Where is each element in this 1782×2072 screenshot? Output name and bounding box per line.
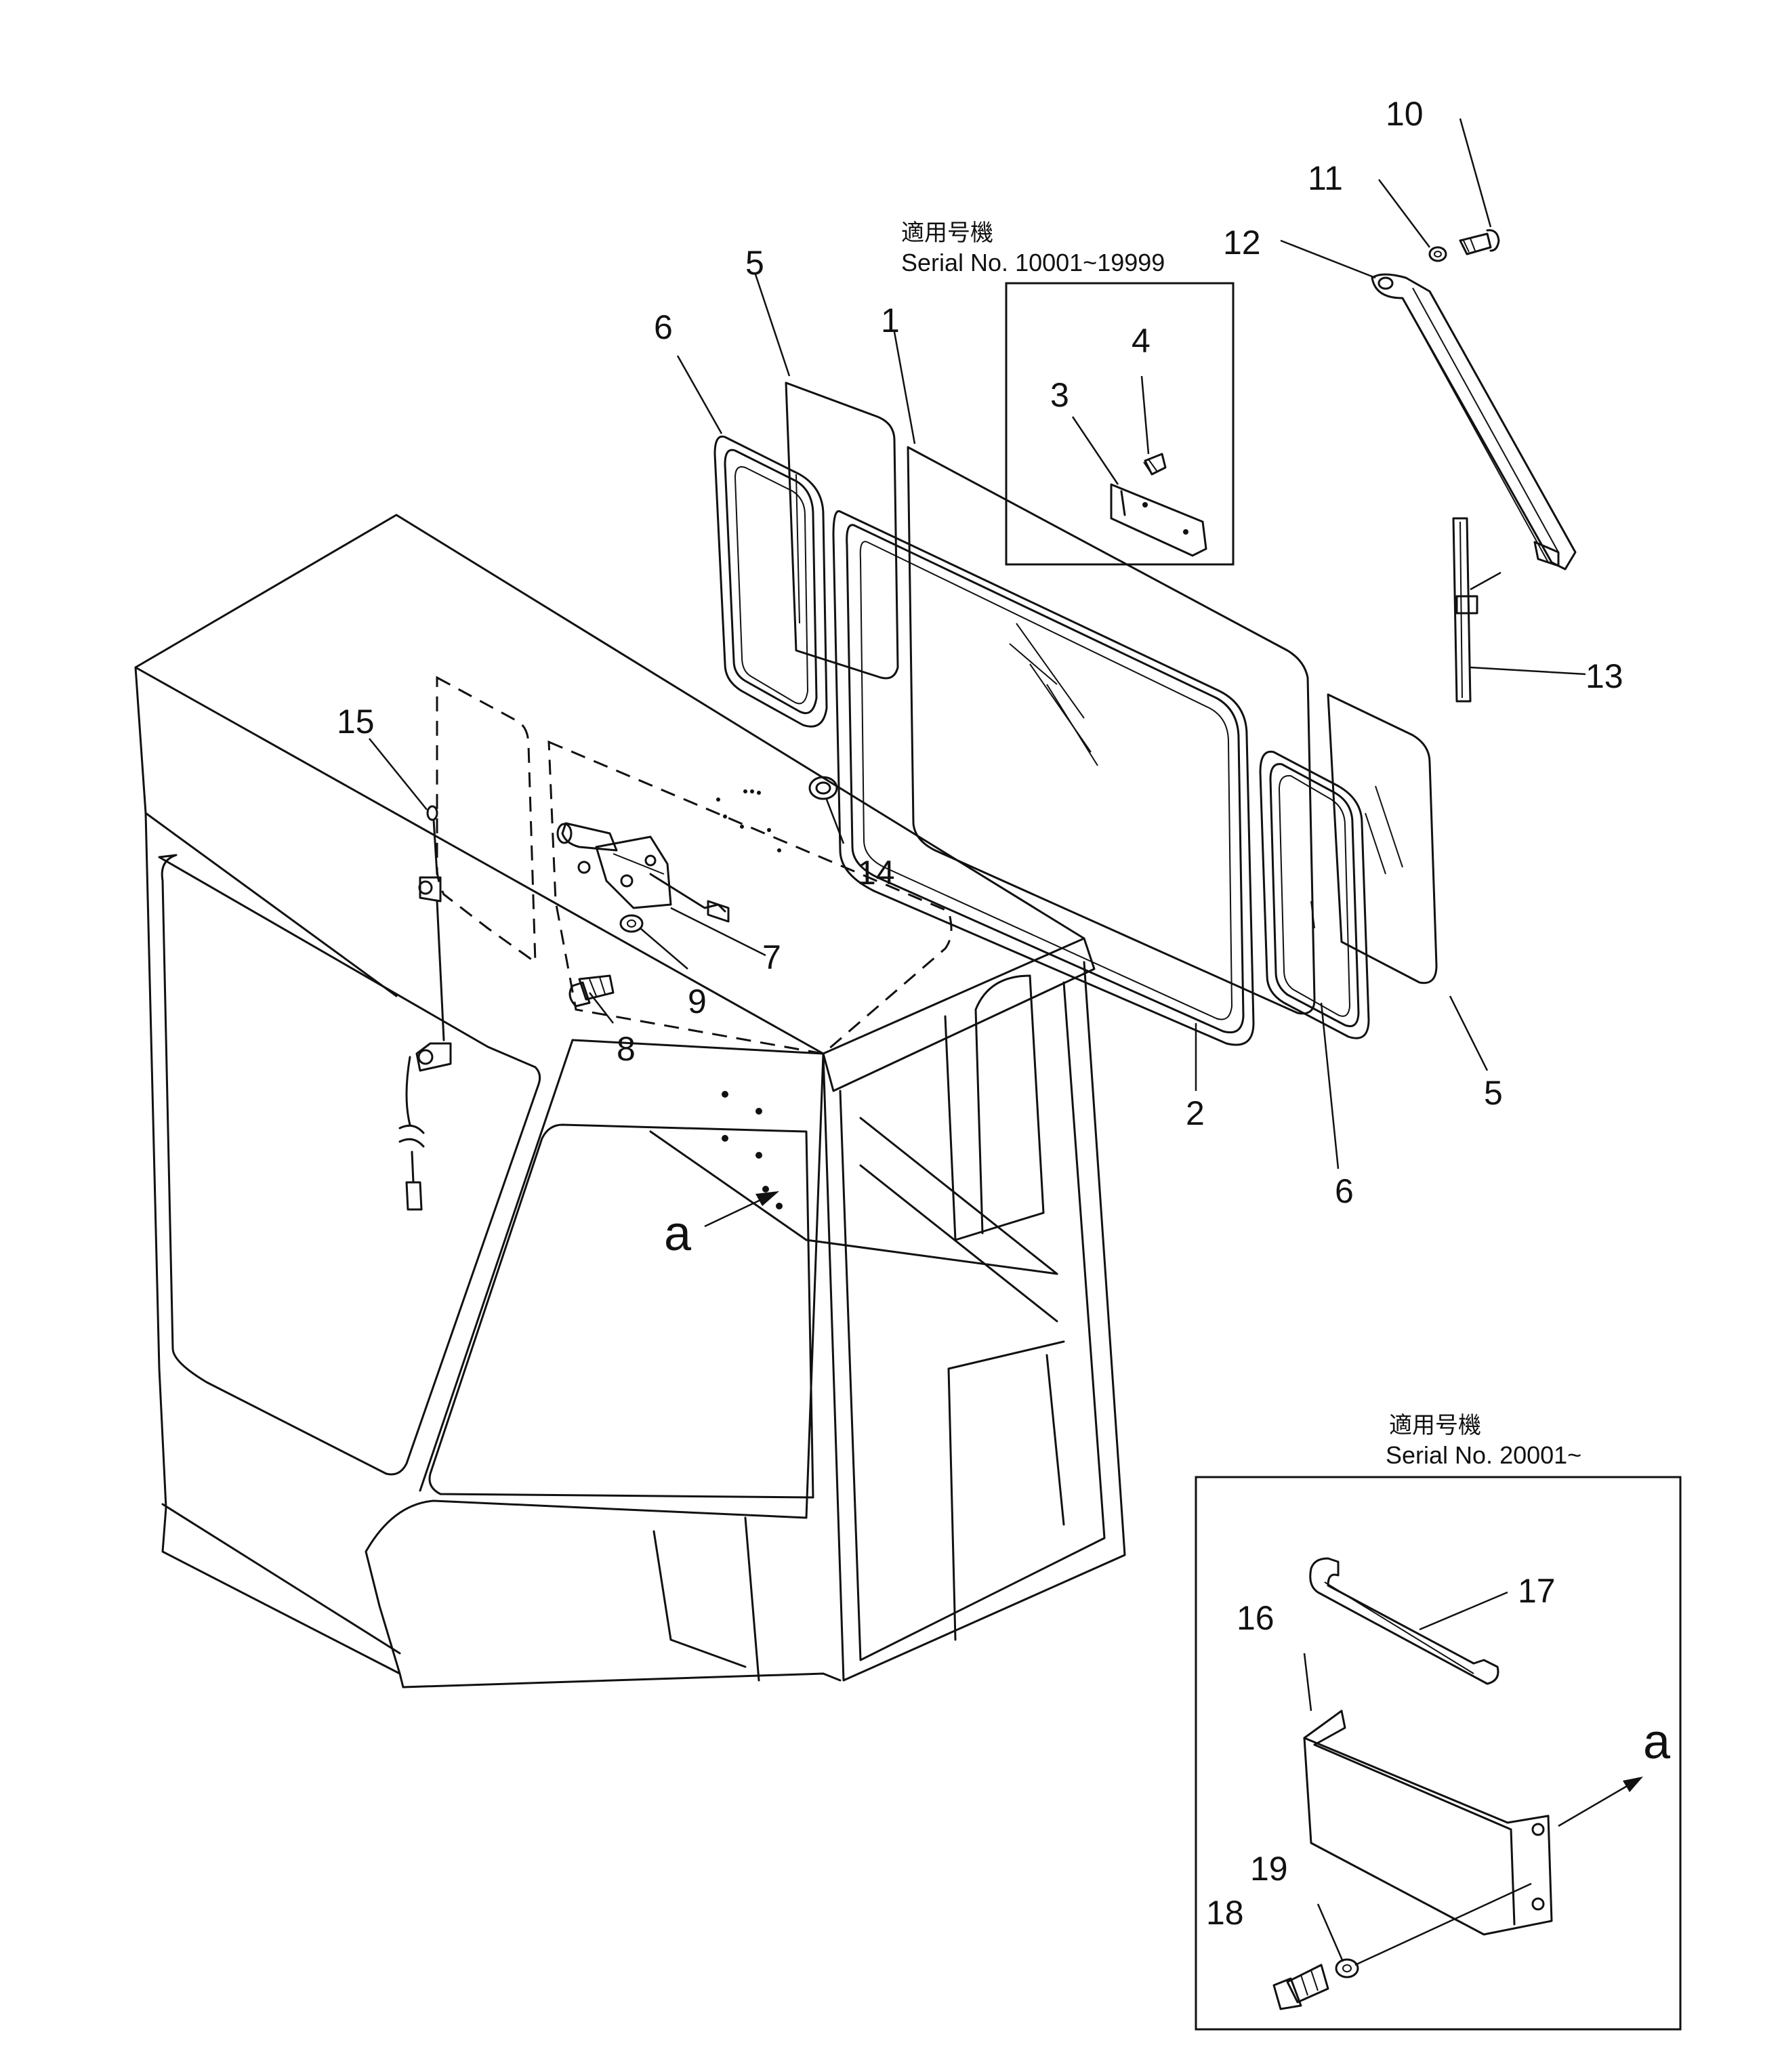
view-marker-inset: a [1643,1715,1671,1769]
washer-hose-15 [398,805,452,1211]
leader-lines [369,118,1586,1962]
wiper-assembly [1371,229,1577,703]
view-markers: a a [664,1207,1671,1769]
side-glass-right [1327,693,1438,985]
side-seal-left [713,435,828,728]
callout-2: 2 [1186,1094,1205,1132]
callout-7: 7 [762,938,781,976]
callout-5-left: 5 [745,244,764,282]
callout-16: 16 [1237,1599,1275,1637]
inset-bottom-labels: 適用号機 Serial No. 20001~ [1386,1412,1581,1469]
inset-top-serial-label: Serial No. 10001~19999 [901,249,1165,276]
callout-11: 11 [1308,159,1343,197]
callout-6-left: 6 [654,308,673,346]
view-marker-cab: a [664,1207,692,1261]
side-seal-right [1259,750,1370,1039]
callout-9: 9 [688,982,707,1020]
inset-serial-20001 [1195,1476,1682,2031]
cab-body [134,514,1126,1688]
wiper-motor-assembly [556,776,838,1008]
callout-14: 14 [857,854,895,892]
inset-serial-10001 [1005,282,1235,566]
callout-6-right: 6 [1335,1172,1354,1210]
part-callouts: 10 11 12 5 1 4 6 3 13 15 14 7 9 8 2 5 6 … [337,95,1623,1932]
main-glass [907,446,1316,1015]
callout-18: 18 [1206,1894,1244,1932]
callout-12: 12 [1223,224,1261,262]
callout-5-right: 5 [1484,1074,1503,1112]
main-seal [832,510,1255,1046]
inset-top-labels: 適用号機 Serial No. 10001~19999 [901,220,1165,276]
inset-bottom-jp-label: 適用号機 [1389,1412,1481,1439]
callout-19: 19 [1250,1850,1288,1888]
side-glass-left [785,381,899,680]
callout-4: 4 [1132,322,1151,360]
window-assembly [713,381,1438,1046]
callout-10: 10 [1386,95,1424,133]
callout-1: 1 [881,302,900,339]
wiper-blade [1452,517,1472,703]
inset-top-jp-label: 適用号機 [901,220,993,247]
view-arrow-a [704,1191,779,1228]
callout-13: 13 [1586,657,1623,695]
callout-15: 15 [337,703,375,741]
callout-8: 8 [617,1030,636,1068]
inset-bottom-serial-label: Serial No. 20001~ [1386,1441,1581,1469]
callout-3: 3 [1050,376,1069,414]
callout-17: 17 [1518,1572,1556,1610]
